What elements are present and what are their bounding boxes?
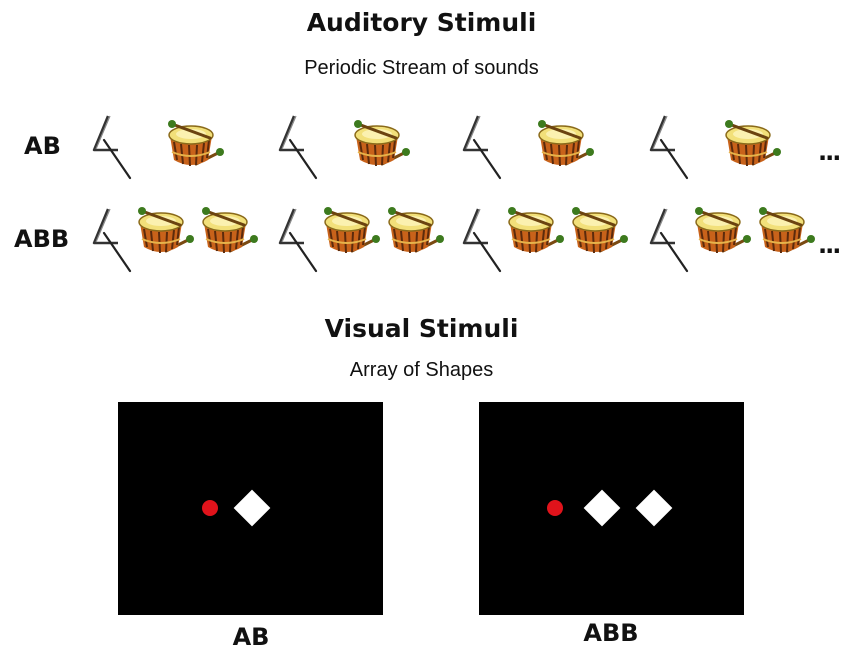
visual-subtitle: Array of Shapes (349, 359, 494, 381)
drum-icon (384, 205, 446, 261)
visual-title: Visual Stimuli (324, 314, 519, 343)
triangle-icon (458, 112, 504, 182)
drum-icon (721, 118, 783, 174)
drum-icon (504, 205, 566, 261)
drum-icon (198, 205, 260, 261)
row-abb-ellipsis: ... (818, 231, 841, 259)
drum-icon (691, 205, 753, 261)
auditory-subtitle: Periodic Stream of sounds (304, 57, 539, 79)
row-ab-label: AB (24, 132, 61, 160)
drum-icon (755, 205, 817, 261)
panel-ab-label: AB (232, 623, 270, 651)
white-diamond (233, 489, 271, 527)
triangle-icon (88, 112, 134, 182)
red-circle (547, 500, 563, 516)
drum-icon (320, 205, 382, 261)
visual-panel-abb (479, 402, 744, 615)
drum-icon (568, 205, 630, 261)
triangle-icon (645, 205, 691, 275)
drum-icon (134, 205, 196, 261)
drum-icon (164, 118, 226, 174)
visual-panel-ab (118, 402, 383, 615)
row-ab-ellipsis: ... (818, 138, 841, 166)
triangle-icon (274, 205, 320, 275)
auditory-title: Auditory Stimuli (306, 8, 537, 37)
drum-icon (350, 118, 412, 174)
triangle-icon (274, 112, 320, 182)
red-circle (202, 500, 218, 516)
panel-abb-label: ABB (583, 619, 639, 647)
drum-icon (534, 118, 596, 174)
triangle-icon (88, 205, 134, 275)
white-diamond (583, 489, 621, 527)
triangle-icon (645, 112, 691, 182)
triangle-icon (458, 205, 504, 275)
white-diamond (635, 489, 673, 527)
row-abb-label: ABB (14, 225, 70, 253)
